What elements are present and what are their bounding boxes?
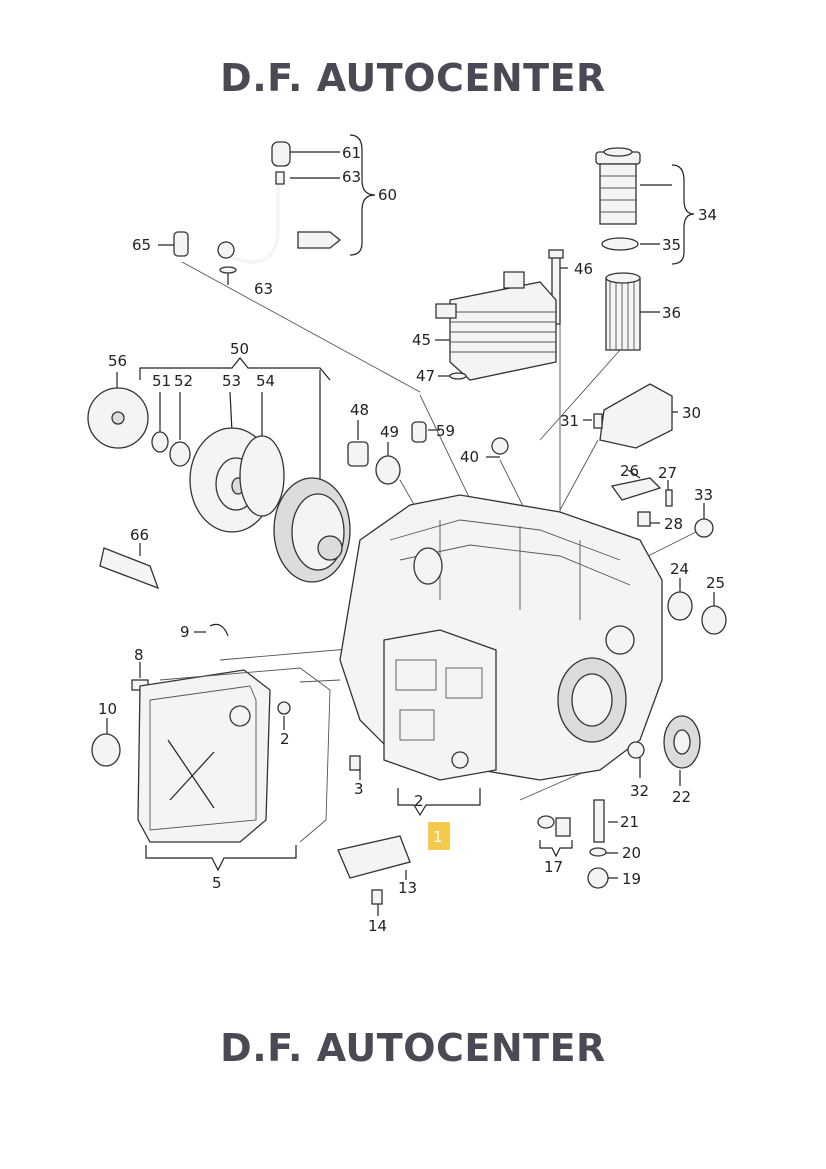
callout-labels: 61 63 60 65 63 46 34 35 36 45 47 50 56 5… xyxy=(98,144,725,935)
part-36-filter-element xyxy=(605,272,641,351)
callout-label: 3 xyxy=(354,780,364,798)
part-3-bolt xyxy=(349,755,361,771)
brand-title-bottom: D.F. AUTOCENTER xyxy=(220,1026,606,1070)
part-10-seal xyxy=(91,733,121,767)
callout-1-highlight xyxy=(428,822,450,850)
callout-label: 63 xyxy=(254,280,273,298)
callout-label: 53 xyxy=(222,372,241,390)
callout-label-highlighted: 1 xyxy=(433,828,443,846)
callout-label: 2 xyxy=(280,730,290,748)
part-65-plug xyxy=(173,231,189,257)
callout-label: 19 xyxy=(622,870,641,888)
callout-label: 17 xyxy=(544,858,563,876)
callout-label: 46 xyxy=(574,260,593,278)
part-35-o-ring xyxy=(601,237,639,251)
callout-label: 25 xyxy=(706,574,725,592)
part-gasket xyxy=(159,667,331,843)
part-20-washer xyxy=(589,847,607,857)
callout-label: 27 xyxy=(658,464,677,482)
part-22-gear xyxy=(663,715,701,769)
part-49-seal xyxy=(375,455,401,485)
callout-label: 51 xyxy=(152,372,171,390)
part-19-nut xyxy=(587,867,609,889)
part-mechatronic-unit xyxy=(383,629,497,781)
part-59-plug xyxy=(411,421,427,443)
callout-label: 26 xyxy=(620,462,639,480)
callout-label: 40 xyxy=(460,448,479,466)
callout-label: 34 xyxy=(698,206,717,224)
brand-title-top: D.F. AUTOCENTER xyxy=(220,56,606,100)
part-66-grease-tube xyxy=(99,547,160,590)
part-30-bracket xyxy=(599,383,673,449)
callout-label: 61 xyxy=(342,144,361,162)
part-17-plug xyxy=(537,815,571,837)
part-28-bolt xyxy=(637,511,651,527)
callout-label: 24 xyxy=(670,560,689,578)
part-9-clip xyxy=(209,623,229,637)
callout-label: 2 xyxy=(414,792,424,810)
part-40-plug xyxy=(491,437,509,455)
callout-label: 21 xyxy=(620,813,639,831)
part-52-ring xyxy=(169,441,191,467)
callout-label: 35 xyxy=(662,236,681,254)
callout-label: 65 xyxy=(132,236,151,254)
part-5-oil-pan xyxy=(137,669,271,843)
callout-label: 9 xyxy=(180,623,190,641)
callout-label: 48 xyxy=(350,401,369,419)
callout-label: 49 xyxy=(380,423,399,441)
part-31-screw xyxy=(593,413,603,429)
part-24-seal xyxy=(667,591,693,621)
part-34-filter-housing xyxy=(595,147,641,225)
callout-label: 36 xyxy=(662,304,681,322)
part-21-tube xyxy=(593,799,605,843)
part-33-plug xyxy=(694,518,714,538)
callout-label: 47 xyxy=(416,367,435,385)
callout-label: 33 xyxy=(694,486,713,504)
callout-label: 13 xyxy=(398,879,417,897)
callout-label: 45 xyxy=(412,331,431,349)
part-32-plug xyxy=(627,741,645,759)
part-48-sensor xyxy=(347,441,369,467)
callout-label: 14 xyxy=(368,917,387,935)
part-50-clutch xyxy=(273,477,351,583)
part-45-oil-cooler xyxy=(435,271,557,381)
part-56-cover xyxy=(87,387,149,449)
callout-label: 59 xyxy=(436,422,455,440)
callout-label: 20 xyxy=(622,844,641,862)
part-2-o-ring xyxy=(277,701,291,715)
callout-label: 31 xyxy=(560,412,579,430)
part-61-cap xyxy=(271,141,291,167)
callout-label: 32 xyxy=(630,782,649,800)
callout-label: 63 xyxy=(342,168,361,186)
part-26-bracket xyxy=(610,477,662,501)
part-27-screw xyxy=(665,489,673,507)
callout-label: 10 xyxy=(98,700,117,718)
callout-label: 66 xyxy=(130,526,149,544)
callout-label: 60 xyxy=(378,186,397,204)
part-14-screw xyxy=(371,889,383,905)
callout-label: 50 xyxy=(230,340,249,358)
callout-label: 30 xyxy=(682,404,701,422)
part-25-flange xyxy=(701,605,727,635)
part-13-connector xyxy=(337,835,411,879)
callout-label: 28 xyxy=(664,515,683,533)
callout-label: 54 xyxy=(256,372,275,390)
part-51-seal xyxy=(151,431,169,453)
callout-label: 5 xyxy=(212,874,222,892)
part-60-breather-pipe xyxy=(217,171,342,274)
callout-label: 52 xyxy=(174,372,193,390)
callout-label: 8 xyxy=(134,646,144,664)
callout-label: 56 xyxy=(108,352,127,370)
part-54-plate xyxy=(239,435,285,517)
callout-label: 22 xyxy=(672,788,691,806)
